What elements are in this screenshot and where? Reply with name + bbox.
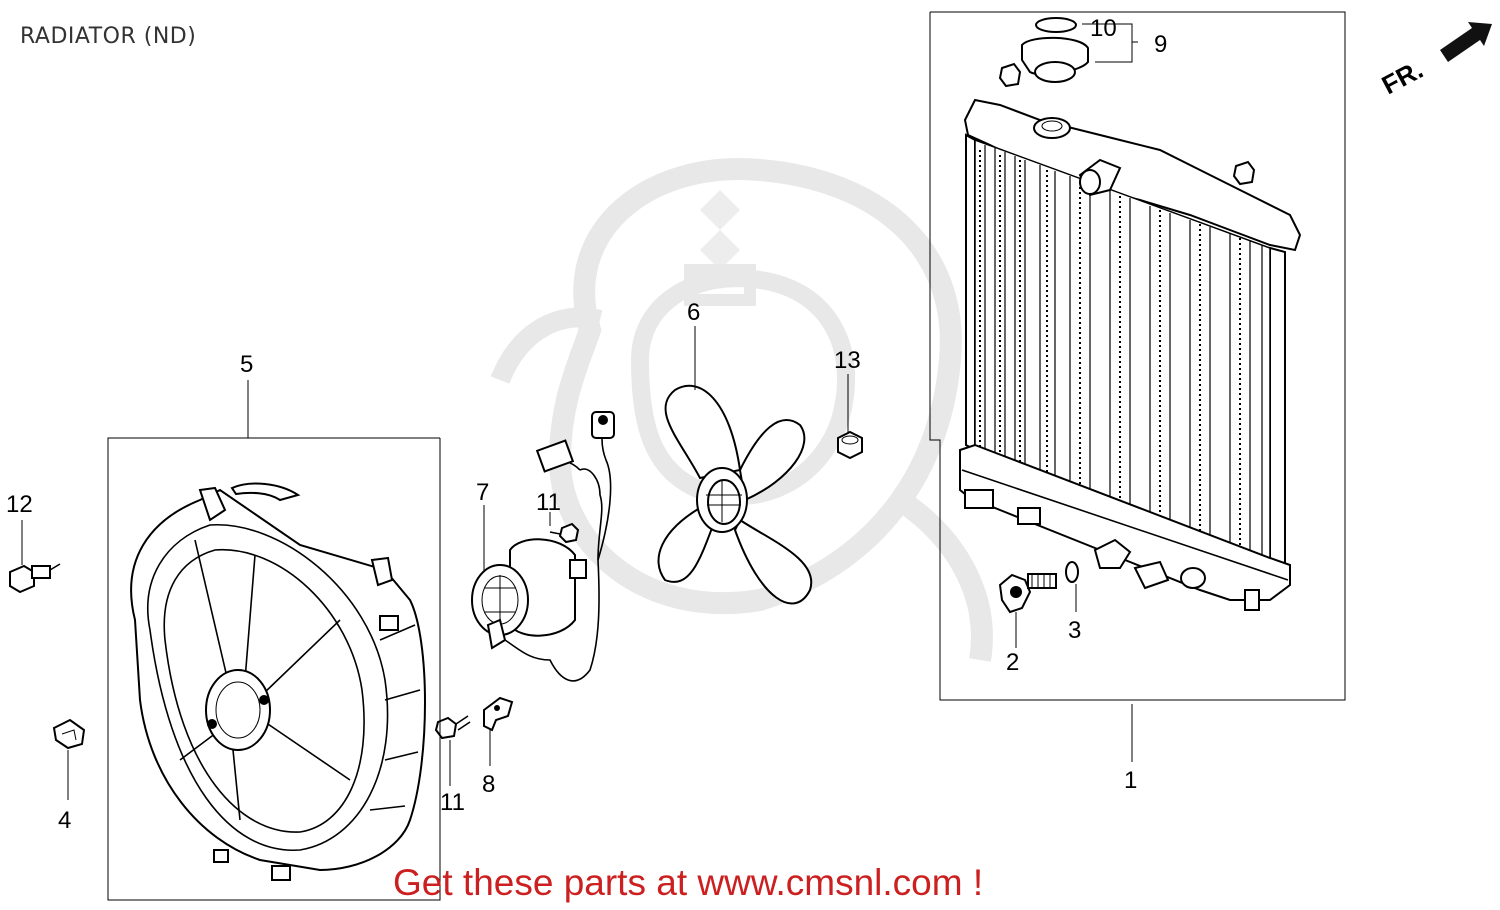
watermark-logo xyxy=(490,158,993,662)
callout-6: 6 xyxy=(687,299,700,326)
callout-2: 2 xyxy=(1006,649,1019,676)
bolt-lower[interactable] xyxy=(434,715,471,740)
diagram-title: RADIATOR (ND) xyxy=(20,24,197,49)
leader-lines xyxy=(21,23,1138,800)
callout-5: 5 xyxy=(240,351,253,378)
shroud-group-frame xyxy=(107,437,441,901)
callout-9: 9 xyxy=(1154,31,1167,58)
fan-shroud[interactable] xyxy=(130,482,426,881)
small-cushion-upper[interactable] xyxy=(998,62,1022,88)
callout-8: 8 xyxy=(482,771,495,798)
front-direction-arrow-icon xyxy=(1440,22,1492,62)
small-cushion-side[interactable] xyxy=(1232,160,1256,186)
callout-11-upper: 11 xyxy=(536,489,561,516)
callout-4: 4 xyxy=(58,807,71,834)
clip[interactable] xyxy=(52,718,86,750)
radiator[interactable] xyxy=(959,98,1302,611)
callout-12: 12 xyxy=(6,491,33,518)
callout-3: 3 xyxy=(1068,617,1081,644)
cap-seal[interactable] xyxy=(1035,17,1077,33)
callout-11-lower: 11 xyxy=(440,789,465,816)
front-direction-label: FR. xyxy=(1377,54,1428,100)
callout-10: 10 xyxy=(1090,15,1117,42)
o-ring[interactable] xyxy=(1065,561,1079,583)
radiator-cap[interactable] xyxy=(1021,36,1089,83)
bracket[interactable] xyxy=(483,696,514,732)
cooling-fan[interactable] xyxy=(657,384,813,605)
radiator-group-frame xyxy=(929,11,1346,701)
cushion[interactable] xyxy=(837,430,863,460)
drain-cock[interactable] xyxy=(998,573,1057,614)
flange-bolt[interactable] xyxy=(9,563,61,594)
callout-13: 13 xyxy=(834,347,861,374)
bolt-upper[interactable] xyxy=(549,522,580,544)
fan-motor[interactable] xyxy=(471,411,615,682)
callout-1: 1 xyxy=(1124,767,1137,794)
parts-store-link[interactable]: Get these parts at www.cmsnl.com ! xyxy=(393,862,984,903)
callout-7: 7 xyxy=(476,479,489,506)
